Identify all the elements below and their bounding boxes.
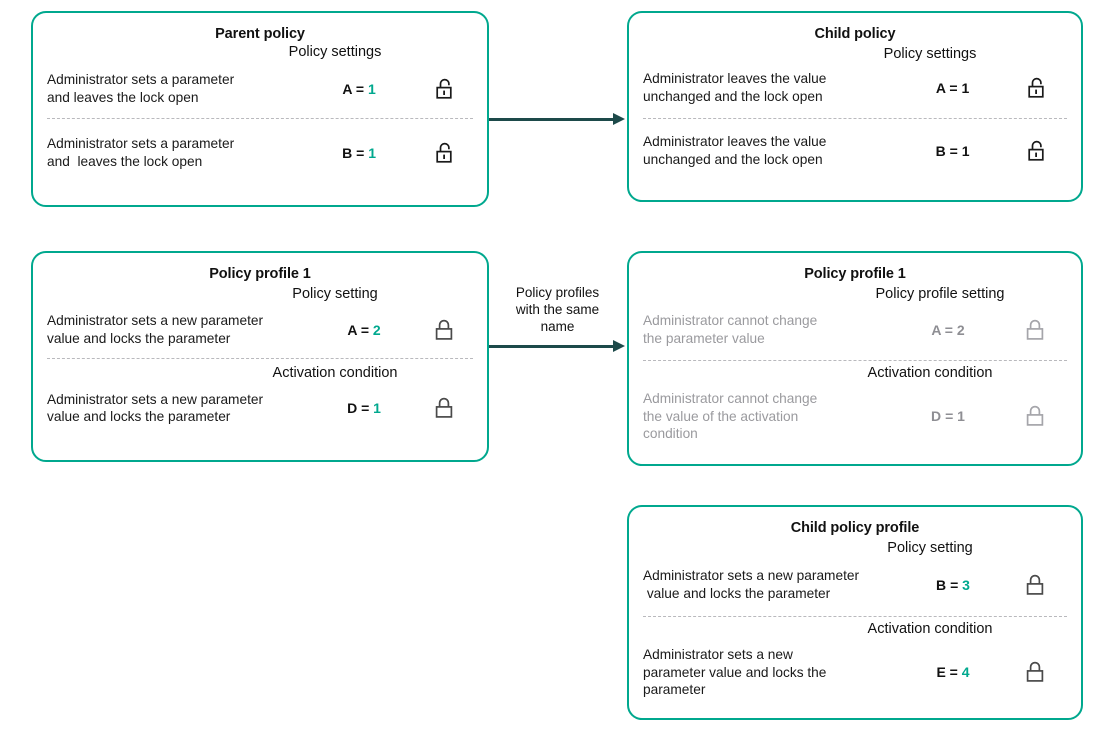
equals-sign: = [944,321,953,338]
box-child-policy: Child policy Policy settings Administrat… [627,11,1083,202]
table-row: Administrator sets a parameter and leave… [47,63,473,115]
table-row: Administrator leaves the value unchanged… [643,63,1067,113]
row-description: Administrator sets a parameter and leave… [47,72,235,105]
param-name: D [931,408,942,425]
section-header: Policy setting [292,286,378,302]
section-header: Activation condition [272,364,398,381]
lock-closed-icon [419,318,473,342]
param-value: 2 [956,321,965,338]
lock-closed-icon [419,396,473,420]
row-description: Administrator sets a new parameter value… [643,647,827,698]
equals-sign: = [949,664,958,681]
equals-sign: = [950,576,959,593]
section-header: Policy profile setting [875,286,1005,302]
equals-sign: = [355,80,365,97]
param-value: 1 [961,79,970,96]
lock-open-icon [1010,139,1067,163]
table-row: Administrator cannot change the paramete… [643,305,1067,355]
box-title: Child policy [814,26,896,42]
equals-sign: = [949,142,958,159]
row-value: A = 1 [896,80,1010,96]
row-value: E = 4 [898,664,1008,680]
section-header: Policy setting [887,540,973,556]
section-header: Activation condition [867,620,993,637]
box-title: Policy profile 1 [804,266,906,282]
row-value: A = 2 [310,322,419,338]
row-divider [47,358,473,359]
row-value: D = 1 [888,408,1008,424]
lock-closed-icon [1008,404,1066,428]
box-policy-profile-1-right: Policy profile 1 Policy profile setting … [627,251,1083,466]
lock-closed-icon [1008,318,1066,342]
row-value: B = 1 [896,143,1010,159]
box-title: Policy profile 1 [209,266,311,282]
lock-open-icon [419,77,473,101]
lock-open-icon [1010,76,1067,100]
equals-sign: = [361,400,370,417]
param-name: B [936,576,947,593]
row-description: Administrator cannot change the value of… [643,391,818,442]
row-value: D = 1 [310,400,419,416]
row-value: B = 1 [300,145,419,161]
row-description: Administrator sets a new parameter value… [643,568,860,601]
equals-sign: = [949,79,958,96]
param-name: A [935,79,946,96]
row-value: B = 3 [898,577,1008,593]
param-value: 1 [957,408,965,425]
arrow-policy-inheritance-head [613,112,625,125]
lock-closed-icon [1008,573,1066,597]
row-description: Administrator sets a parameter and leave… [47,136,235,169]
box-title: Parent policy [215,26,305,42]
row-description: Administrator cannot change the paramete… [643,313,818,346]
table-row: Administrator sets a new parameter value… [47,305,473,355]
arrow-policy-inheritance [489,118,615,121]
row-divider [643,360,1067,361]
row-description: Administrator sets a new parameter value… [47,313,264,346]
param-name: E [936,664,946,681]
lock-open-icon [419,141,473,165]
param-value: 1 [961,142,970,159]
table-row: Administrator sets a parameter and leave… [47,125,473,181]
row-description: Administrator leaves the value unchanged… [643,134,827,167]
table-row: Administrator cannot change the value of… [643,383,1067,449]
table-row: Administrator sets a new parameter value… [643,559,1067,611]
table-row: Administrator sets a new parameter value… [47,383,473,433]
row-value: A = 2 [888,322,1008,338]
row-divider [643,616,1067,617]
box-child-policy-profile: Child policy profile Policy setting Admi… [627,505,1083,720]
section-header: Policy settings [883,46,977,62]
table-row: Administrator leaves the value unchanged… [643,124,1067,178]
table-row: Administrator sets a new parameter value… [643,639,1067,705]
row-description: Administrator leaves the value unchanged… [643,71,827,104]
param-value: 1 [373,400,381,417]
param-name: B [342,144,353,161]
arrow-profile-inheritance-head [613,339,625,352]
param-name: A [342,80,352,97]
row-value: A = 1 [300,81,419,97]
section-header: Activation condition [867,364,993,381]
param-name: D [347,400,358,417]
param-value: 1 [368,144,377,161]
equals-sign: = [356,144,365,161]
param-value: 2 [372,321,381,338]
box-policy-profile-1-left: Policy profile 1 Policy setting Administ… [31,251,489,462]
param-name: B [935,142,946,159]
param-name: A [931,321,941,338]
param-value: 1 [367,80,376,97]
equals-sign: = [360,321,370,338]
equals-sign: = [945,408,954,425]
box-title: Child policy profile [790,520,920,536]
param-value: 3 [962,576,970,593]
arrow-profile-inheritance [489,345,615,348]
param-name: A [347,321,357,338]
section-header: Policy settings [288,44,382,60]
box-parent-policy: Parent policy Policy settings Administra… [31,11,489,207]
param-value: 4 [961,664,970,681]
row-divider [47,118,473,119]
arrow-profile-inheritance-label: Policy profiles with the same name [515,285,600,334]
row-divider [643,118,1067,119]
row-description: Administrator sets a new parameter value… [47,391,264,425]
lock-closed-icon [1008,660,1066,684]
